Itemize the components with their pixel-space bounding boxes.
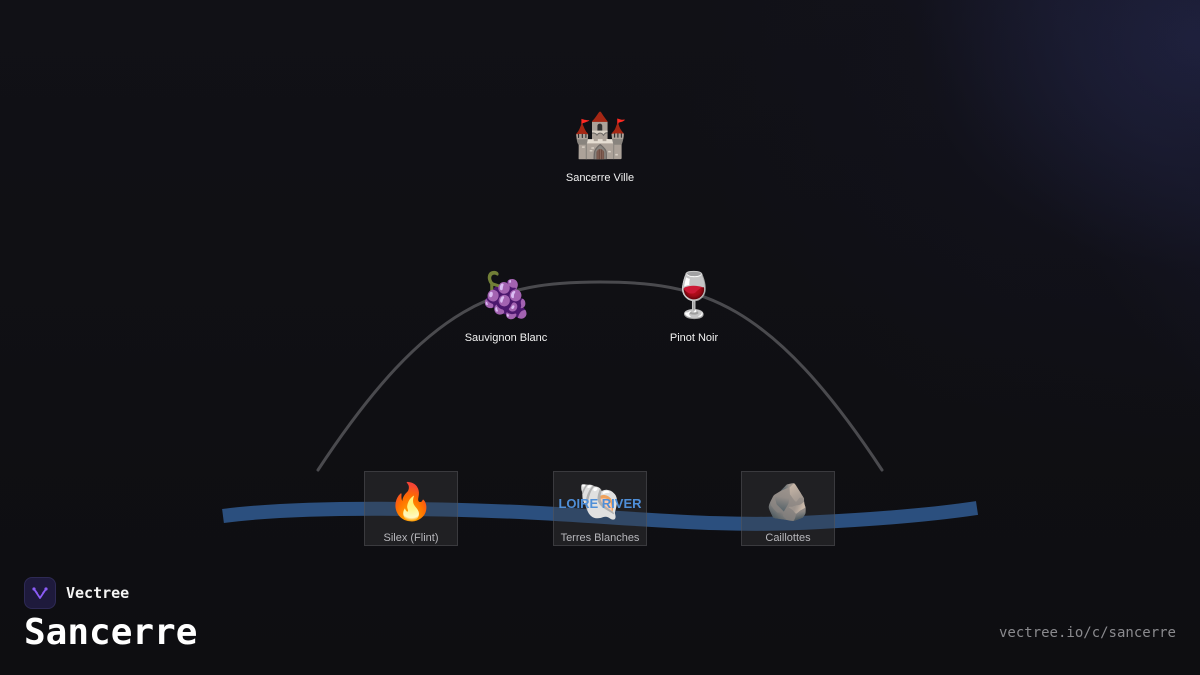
- summit-label: Sancerre Ville: [565, 172, 635, 184]
- grape-label: Sauvignon Blanc: [464, 332, 548, 344]
- brand: Vectree: [24, 577, 129, 609]
- soil-label: Silex (Flint): [383, 532, 439, 544]
- soil-card-silex: 🔥 Silex (Flint): [364, 471, 458, 546]
- fire-icon: 🔥: [388, 482, 434, 523]
- castle-icon: 🏰: [572, 110, 628, 161]
- page-url[interactable]: vectree.io/c/sancerre: [998, 625, 1176, 641]
- page-title: Sancerre: [24, 612, 198, 653]
- soil-card-terres-blanches: 🐚 Terres Blanches: [553, 471, 647, 546]
- soil-label: Terres Blanches: [560, 532, 640, 544]
- river-label: LOIRE RIVER: [558, 496, 642, 511]
- grape-node-pinot-noir: 🍷 Pinot Noir: [667, 270, 722, 344]
- soil-label: Caillottes: [765, 532, 811, 544]
- wine-glass-icon: 🍷: [666, 270, 722, 321]
- loire-river-band: [222, 501, 979, 531]
- grape-label: Pinot Noir: [669, 332, 719, 344]
- shell-icon: 🐚: [577, 482, 623, 523]
- grapes-icon: 🍇: [478, 270, 534, 321]
- hill-curve: [316, 280, 884, 472]
- grape-node-sauvignon-blanc: 🍇 Sauvignon Blanc: [465, 270, 548, 344]
- soil-card-caillottes: 🪨 Caillottes: [741, 471, 835, 546]
- brand-name: Vectree: [66, 584, 130, 602]
- vectree-logo-icon: [24, 577, 56, 609]
- summit-node-sancerre-ville: 🏰 Sancerre Ville: [566, 110, 634, 184]
- rock-icon: 🪨: [765, 482, 811, 523]
